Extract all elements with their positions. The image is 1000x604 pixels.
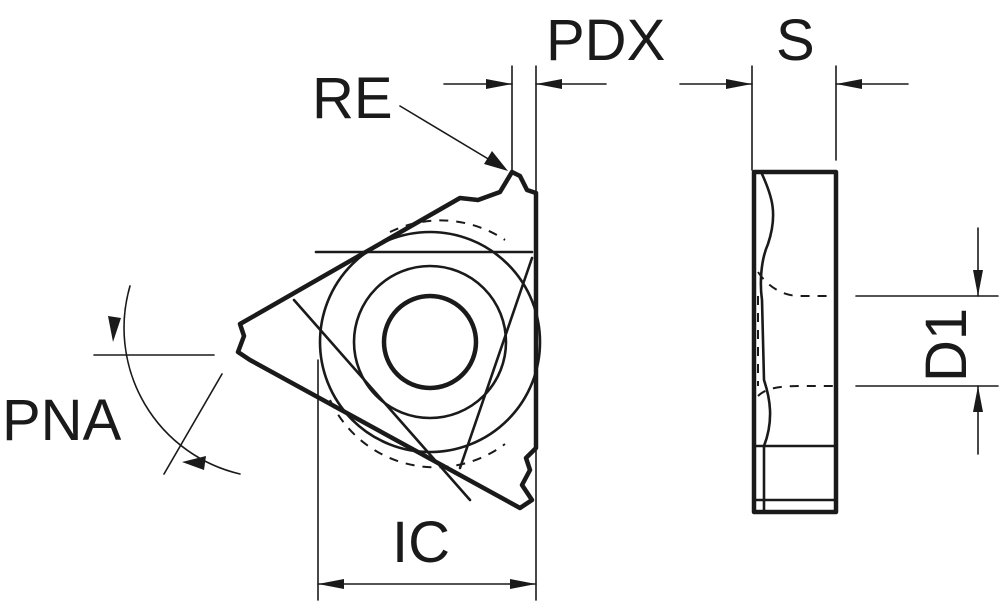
re-leader-line	[399, 105, 501, 167]
insert-dashed-arc-bottom	[329, 399, 506, 469]
insert-outer-ring	[318, 230, 542, 454]
pdx-arrow-left	[486, 79, 512, 89]
insert-hole	[381, 293, 479, 391]
pdx-arrow-right	[536, 79, 562, 89]
d1-arrow-bottom	[973, 386, 983, 412]
d1-label: D1	[914, 308, 979, 382]
d1-dimension: D1	[855, 227, 999, 455]
re-leader-arrow	[484, 151, 508, 171]
pna-arrow-bottom	[182, 456, 206, 470]
pna-dimension: PNA	[2, 285, 241, 475]
re-dimension: RE	[312, 66, 508, 171]
ic-arrow-left	[318, 579, 344, 589]
insert-outline	[235, 169, 539, 511]
pdx-dimension: PDX	[443, 8, 665, 193]
insert-front-view	[235, 169, 542, 511]
re-label: RE	[312, 66, 393, 131]
s-arrow-left	[726, 79, 752, 89]
pna-angle-arc	[123, 285, 241, 475]
insert-side-view	[751, 169, 839, 515]
s-arrow-right	[836, 79, 862, 89]
side-view-hole-bottom-dashed	[757, 385, 836, 397]
d1-arrow-top	[973, 270, 983, 296]
pdx-label: PDX	[546, 8, 665, 73]
insert-middle-ring	[352, 264, 508, 420]
pna-arrow-top	[108, 316, 121, 342]
ic-dimension: IC	[317, 359, 537, 601]
ic-label: IC	[392, 510, 450, 575]
s-label: S	[776, 8, 815, 73]
pna-slanted-ref	[163, 373, 223, 475]
pna-label: PNA	[2, 388, 122, 453]
s-dimension: S	[679, 8, 909, 171]
insert-right-facet-line	[458, 256, 534, 470]
insert-dashed-arc-top	[389, 219, 506, 241]
ic-arrow-right	[510, 579, 536, 589]
side-view-outline	[751, 169, 839, 515]
side-view-profile-curve	[759, 172, 775, 512]
side-view-hole-top-dashed	[757, 271, 836, 297]
